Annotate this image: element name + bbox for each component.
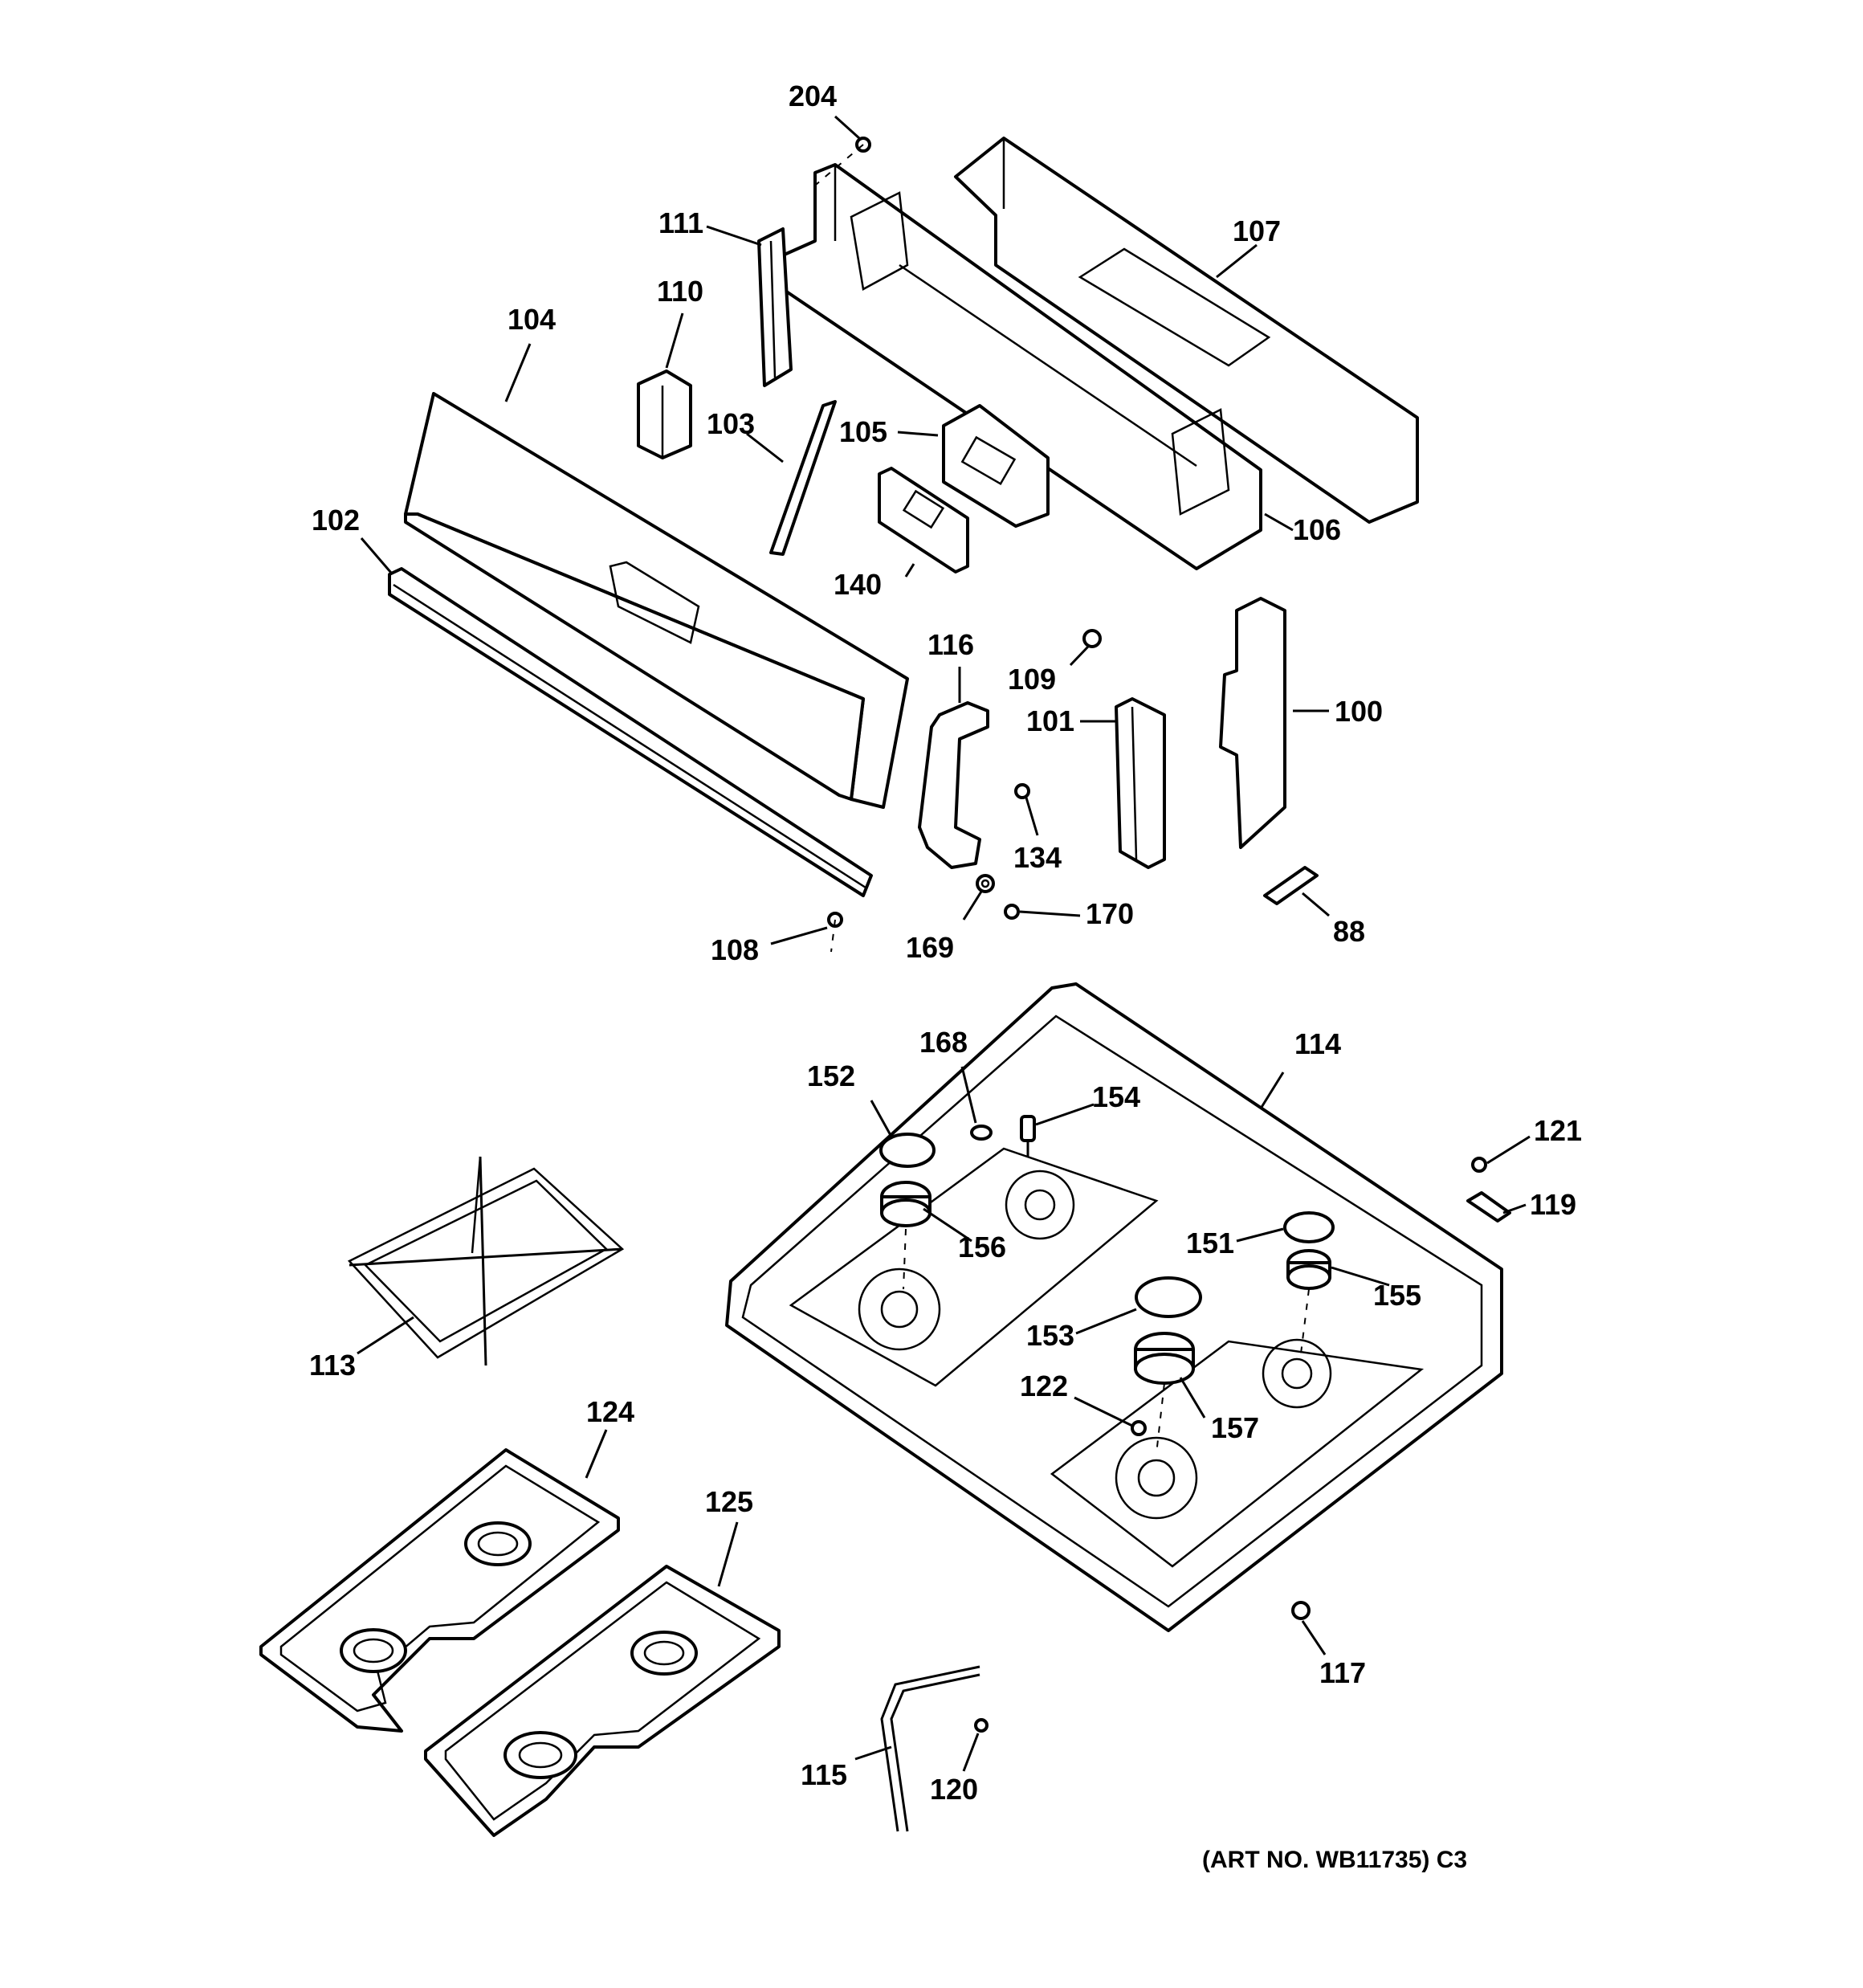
callout-169: 169 [906,931,954,964]
callout-121: 121 [1534,1114,1582,1147]
part-124-burner-pan [259,1448,620,1733]
part-151-burner-cap [1283,1211,1335,1243]
part-109-nut [1082,629,1102,648]
part-110-switch [637,369,692,459]
callout-104: 104 [508,303,556,336]
callout-116: 116 [927,628,974,661]
callout-103: 103 [707,407,755,440]
callout-101: 101 [1026,704,1074,737]
callout-168: 168 [919,1026,968,1059]
part-169-washer [976,874,995,893]
callout-107: 107 [1233,214,1281,247]
part-102-trim [388,567,873,897]
callout-154: 154 [1092,1080,1140,1113]
part-125-burner-pan [424,1565,781,1837]
part-113-grate [347,1156,625,1366]
part-107-rear-cover [954,137,1419,524]
callout-102: 102 [312,504,360,537]
callout-88: 88 [1333,915,1365,948]
callout-124: 124 [586,1395,634,1428]
leader-lines [357,115,1531,1772]
part-117-nut [1291,1601,1311,1620]
callout-152: 152 [807,1059,855,1092]
callout-labels: 204 111 107 110 104 103 105 102 106 140 … [309,80,1582,1873]
callout-117: 117 [1319,1656,1366,1689]
callout-153: 153 [1026,1319,1074,1352]
callout-140: 140 [834,568,882,601]
callout-115: 115 [801,1758,847,1791]
part-121-screw [1471,1157,1487,1173]
part-168-clip [970,1125,993,1141]
callout-151: 151 [1186,1227,1234,1259]
callout-108: 108 [711,933,759,966]
callout-113: 113 [309,1349,356,1382]
callout-119: 119 [1530,1188,1576,1221]
part-153-burner-cap [1135,1276,1202,1318]
callout-106: 106 [1293,513,1341,546]
part-134-screw [1014,783,1030,799]
part-116-end-cap [918,701,989,869]
part-120-screw [974,1718,989,1733]
part-104-control-panel [404,392,909,809]
part-88-bracket [1263,866,1319,905]
callout-114: 114 [1294,1027,1341,1060]
part-170-screw [1004,904,1020,920]
callout-157: 157 [1211,1411,1259,1444]
part-155-burner-head [1286,1249,1331,1354]
callout-120: 120 [930,1773,978,1806]
part-156-burner-head [880,1181,932,1290]
part-106-backguard [777,163,1262,570]
part-152-burner-cap [879,1133,936,1168]
part-108-screw [827,912,843,953]
callout-204: 204 [789,80,837,112]
callout-100: 100 [1335,695,1383,728]
callout-134: 134 [1013,841,1062,874]
part-100-side-panel [1219,597,1286,849]
part-105-clock [942,404,1050,528]
part-204-screw [810,137,871,190]
callout-122: 122 [1020,1370,1068,1402]
callout-156: 156 [958,1231,1006,1263]
part-140-overlay [878,467,969,574]
callout-170: 170 [1086,897,1134,930]
part-122-screw [1131,1420,1147,1436]
part-111-bracket [757,227,793,387]
art-number: (ART NO. WB11735) C3 [1202,1847,1467,1873]
part-115-tube [880,1665,980,1832]
part-101-bracket [1115,697,1166,869]
part-154-electrode [1020,1115,1036,1157]
part-119-bracket [1466,1191,1511,1223]
callout-109: 109 [1008,663,1056,696]
part-103-brace [769,400,837,556]
callout-155: 155 [1373,1279,1421,1312]
callout-111: 111 [658,206,703,239]
callout-125: 125 [705,1485,753,1518]
callout-110: 110 [657,275,703,308]
callout-105: 105 [839,415,887,448]
part-157-burner-head [1134,1332,1195,1455]
